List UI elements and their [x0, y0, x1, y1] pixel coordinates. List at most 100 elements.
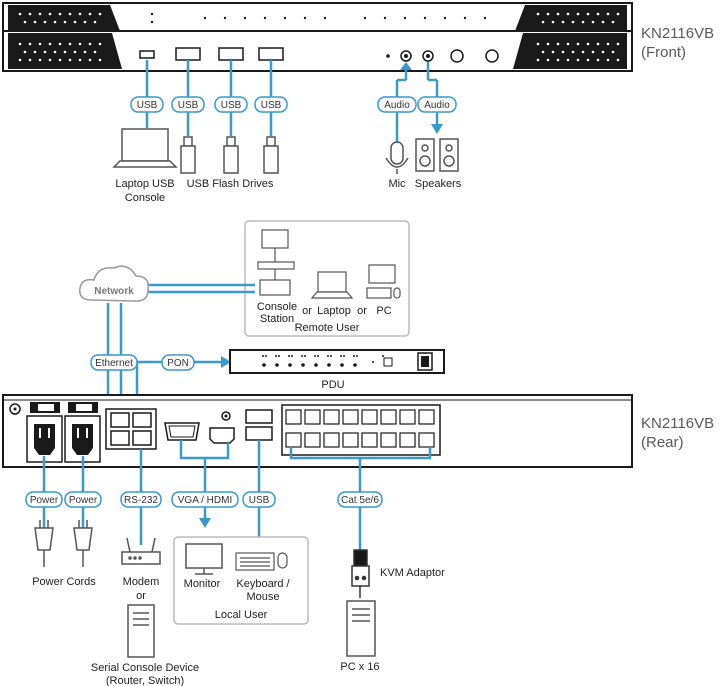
keyboard-mouse-label-1: Keyboard / — [236, 578, 290, 590]
pon-tag — [161, 354, 195, 371]
rear-model-label: KN2116VB — [641, 415, 715, 432]
serial-label-2: (Router, Switch) — [106, 675, 184, 686]
front-panel-title: KN2116VB (Front) — [641, 24, 714, 62]
front-left-ear-top — [8, 5, 120, 31]
audio-tag-mic — [377, 96, 417, 113]
remote-laptop-icon — [310, 271, 354, 299]
front-top-dots — [150, 12, 487, 24]
rear-panel — [2, 394, 633, 468]
kvm-adaptor-label: KVM Adaptor — [380, 567, 445, 579]
usb-tag-flash-2 — [214, 96, 248, 113]
console-station-label-1: Console — [257, 301, 297, 313]
pc-x16-label: PC x 16 — [340, 661, 379, 673]
remote-laptop-label: Laptop — [317, 305, 351, 317]
speakers-icon — [415, 138, 459, 172]
usb-tag-console — [130, 96, 164, 113]
laptop-icon — [112, 128, 178, 168]
network-label: Network — [94, 286, 134, 297]
front-right-ear — [513, 33, 627, 69]
serial-label-1: Serial Console Device — [91, 662, 199, 674]
network-cloud-icon — [79, 265, 149, 302]
or-label-2: or — [357, 305, 367, 317]
rear-audio-jack — [221, 411, 231, 421]
front-button-1 — [450, 49, 464, 63]
mic-icon — [385, 141, 409, 174]
vga-port — [164, 422, 200, 441]
ethernet-tag-text: Ethernet — [95, 358, 133, 369]
monitor-label: Monitor — [184, 578, 221, 590]
speaker-arrow — [431, 124, 443, 134]
usb-tag-flash-1 — [171, 96, 205, 113]
mini-usb-port — [139, 50, 155, 59]
vga-hdmi-tag — [171, 491, 239, 508]
laptop-console-label-2: Console — [125, 192, 165, 204]
pon-tag-text: PON — [167, 358, 189, 369]
local-user-label: Local User — [215, 609, 268, 621]
audio-tag-speaker-text: Audio — [424, 100, 450, 111]
front-usb-tags: USB USB USB USB Audio Audio — [130, 96, 457, 113]
mic-jack — [400, 50, 412, 62]
console-station-label-2: Station — [260, 313, 294, 325]
vga-hdmi-tag-text: VGA / HDMI — [178, 495, 232, 506]
cat-tag-text: Cat 5e/6 — [341, 495, 379, 506]
usb-tag-console-text: USB — [137, 100, 158, 111]
mic-label: Mic — [388, 178, 406, 190]
rear-panel-title: KN2116VB (Rear) — [641, 414, 714, 452]
pc-tower-icon — [346, 600, 376, 657]
remote-pc-label: PC — [376, 305, 391, 317]
usb-tag-flash-2-text: USB — [221, 100, 242, 111]
pon-arrow — [221, 356, 231, 368]
vga-hdmi-arrow — [199, 518, 211, 528]
kvm-ports — [285, 409, 435, 448]
power-tag-1 — [25, 491, 63, 508]
front-model-label: KN2116VB — [641, 25, 715, 42]
cat-tag — [337, 491, 383, 508]
modem-or-label: or — [136, 590, 146, 602]
rear-view-label: (Rear) — [641, 434, 684, 451]
laptop-console-label-1: Laptop USB — [115, 178, 174, 190]
front-view-label: (Front) — [641, 44, 686, 61]
remote-pc-icon — [366, 264, 401, 299]
serial-device-icon — [127, 604, 155, 658]
usb-tag-flash-1-text: USB — [178, 100, 199, 111]
ethernet-tag — [90, 354, 138, 371]
rs232-tag-text: RS-232 — [124, 495, 158, 506]
pdu-device — [229, 349, 445, 374]
front-panel — [2, 2, 633, 72]
usb-tag-flash-3 — [254, 96, 288, 113]
front-button-2 — [485, 49, 499, 63]
console-station-icon — [257, 229, 295, 296]
ground-screw — [9, 403, 21, 415]
usb-tag-rear — [242, 491, 276, 508]
speakers-label: Speakers — [415, 178, 462, 190]
or-label-1: or — [302, 305, 312, 317]
kvm-port-block — [281, 404, 441, 456]
speaker-jack — [422, 50, 434, 62]
front-led — [386, 54, 390, 58]
power-cords-label: Power Cords — [32, 576, 96, 588]
remote-user-label: Remote User — [295, 322, 360, 334]
usb-tag-flash-3-text: USB — [261, 100, 282, 111]
flash-drive-icons — [180, 136, 279, 174]
usb-tag-rear-text: USB — [249, 495, 270, 506]
lan-port-group — [105, 408, 157, 450]
monitor-icon — [185, 543, 223, 575]
hdmi-port — [209, 427, 235, 444]
keyboard-mouse-label-2: Mouse — [246, 591, 279, 603]
pdu-label: PDU — [321, 379, 344, 391]
flash-drives-label: USB Flash Drives — [187, 178, 274, 190]
modem-label: Modem — [123, 576, 160, 588]
mic-arrow — [400, 62, 412, 70]
audio-tag-speaker — [417, 96, 457, 113]
rear-tags: Power Power RS-232 VGA / HDMI USB Cat 5e… — [25, 491, 383, 508]
front-vent-dots — [18, 12, 620, 62]
modem-icon — [121, 537, 161, 565]
rear-usb-port-1 — [245, 409, 273, 424]
power-tag-2 — [64, 491, 102, 508]
power-tag-2-text: Power — [69, 495, 98, 506]
audio-tag-mic-text: Audio — [384, 100, 410, 111]
kvm-adaptor-icon — [351, 549, 370, 598]
power-cord-plugs — [34, 520, 93, 567]
